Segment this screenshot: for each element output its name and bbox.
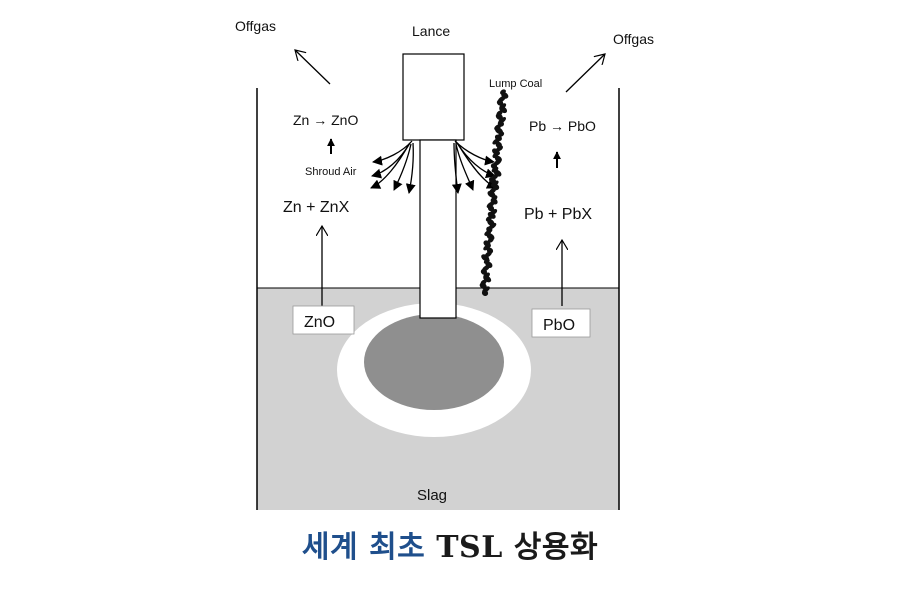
caption-accent: 세계 최초 bbox=[301, 530, 426, 565]
pbo-label: PbO bbox=[543, 317, 575, 334]
lance-head bbox=[402, 53, 465, 141]
coal-lump bbox=[492, 138, 501, 145]
zn-reaction-label: Zn → ZnO bbox=[293, 112, 358, 128]
coal-lump bbox=[496, 99, 504, 106]
plume-core bbox=[364, 314, 504, 410]
zn-species-label: Zn + ZnX bbox=[283, 199, 350, 216]
pb-reaction-label: Pb → PbO bbox=[529, 118, 596, 134]
lance-label: Lance bbox=[412, 23, 450, 39]
lump-coal-stream bbox=[479, 89, 509, 297]
offgas-left-label: Offgas bbox=[235, 18, 276, 34]
offgas-arrow-left bbox=[295, 50, 331, 85]
coal-lump bbox=[487, 237, 494, 243]
pb-species-label: Pb + PbX bbox=[524, 206, 592, 223]
caption-rest: TSL 상용화 bbox=[425, 530, 599, 565]
offgas-right-label: Offgas bbox=[613, 31, 654, 47]
slag-label: Slag bbox=[417, 487, 447, 504]
shroud-air-jets-right bbox=[451, 140, 497, 194]
pbo-box bbox=[531, 308, 591, 338]
coal-lump bbox=[490, 180, 499, 187]
coal-lump bbox=[487, 205, 495, 212]
caption-title: 세계 최초 TSL 상용화 bbox=[0, 522, 900, 566]
lance-shaft bbox=[419, 139, 457, 319]
coal-lump bbox=[480, 268, 488, 275]
shroud-air-label: Shroud Air bbox=[305, 166, 357, 178]
zno-label: ZnO bbox=[304, 314, 335, 331]
zno-box bbox=[292, 305, 355, 335]
offgas-arrow-right bbox=[565, 54, 605, 93]
coal-lump bbox=[481, 289, 489, 297]
coal-lump bbox=[483, 244, 491, 251]
lump-coal-label: Lump Coal bbox=[489, 78, 542, 90]
shroud-air-jets-left bbox=[370, 140, 416, 194]
